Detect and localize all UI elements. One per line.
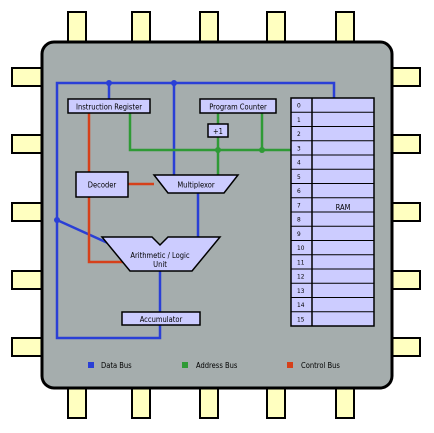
accumulator: Accumulator [121, 311, 201, 326]
multiplexor: Multiplexor [152, 174, 240, 194]
svg-text:+1: +1 [213, 127, 223, 136]
ram-address-8: 8 [297, 216, 301, 224]
control-bus-lines [87, 113, 154, 264]
ram-address-7: 7 [297, 201, 301, 209]
address-bus-lines [128, 113, 291, 175]
ram-label: RAM [336, 203, 351, 212]
svg-text:Arithmetic / Logic: Arithmetic / Logic [130, 251, 190, 260]
legend: Data Bus Address Bus Control Bus [88, 361, 340, 370]
ram-address-13: 13 [297, 287, 305, 295]
decoder: Decoder [75, 171, 129, 198]
ram-address-6: 6 [297, 187, 301, 195]
ram-address-1: 1 [297, 116, 301, 124]
arithmetic-logic-unit: Arithmetic / Logic Unit [100, 236, 222, 272]
svg-text:Unit: Unit [153, 260, 167, 269]
ram-address-9: 9 [297, 230, 301, 238]
legend-swatch-data-bus [88, 362, 94, 368]
chip-pins [11, 11, 421, 419]
ram-address-12: 12 [297, 273, 305, 281]
address-bus-junctions [215, 147, 265, 153]
ram-address-4: 4 [297, 159, 301, 167]
legend-label-data-bus: Data Bus [101, 361, 132, 370]
ram-address-11: 11 [297, 258, 305, 266]
ram-address-5: 5 [297, 173, 301, 181]
program-counter: Program Counter [199, 98, 277, 114]
svg-text:Multiplexor: Multiplexor [177, 181, 215, 190]
incrementer: +1 [207, 123, 229, 138]
svg-text:Program Counter: Program Counter [209, 103, 267, 112]
ram-address-3: 3 [297, 144, 301, 152]
ram-address-14: 14 [297, 301, 305, 309]
svg-text:Accumulator: Accumulator [140, 315, 183, 324]
ram-address-2: 2 [297, 130, 301, 138]
legend-swatch-control-bus [287, 362, 293, 368]
ram-address-15: 15 [297, 315, 305, 323]
data-bus-junctions [54, 80, 177, 223]
ram-address-10: 10 [297, 244, 305, 252]
legend-label-address-bus: Address Bus [196, 361, 238, 370]
instruction-register: Instruction Register [67, 98, 151, 114]
svg-text:Instruction Register: Instruction Register [76, 103, 142, 112]
ram-address-0: 0 [297, 102, 301, 110]
legend-label-control-bus: Control Bus [301, 361, 340, 370]
svg-text:Decoder: Decoder [88, 181, 117, 190]
legend-swatch-address-bus [182, 362, 188, 368]
